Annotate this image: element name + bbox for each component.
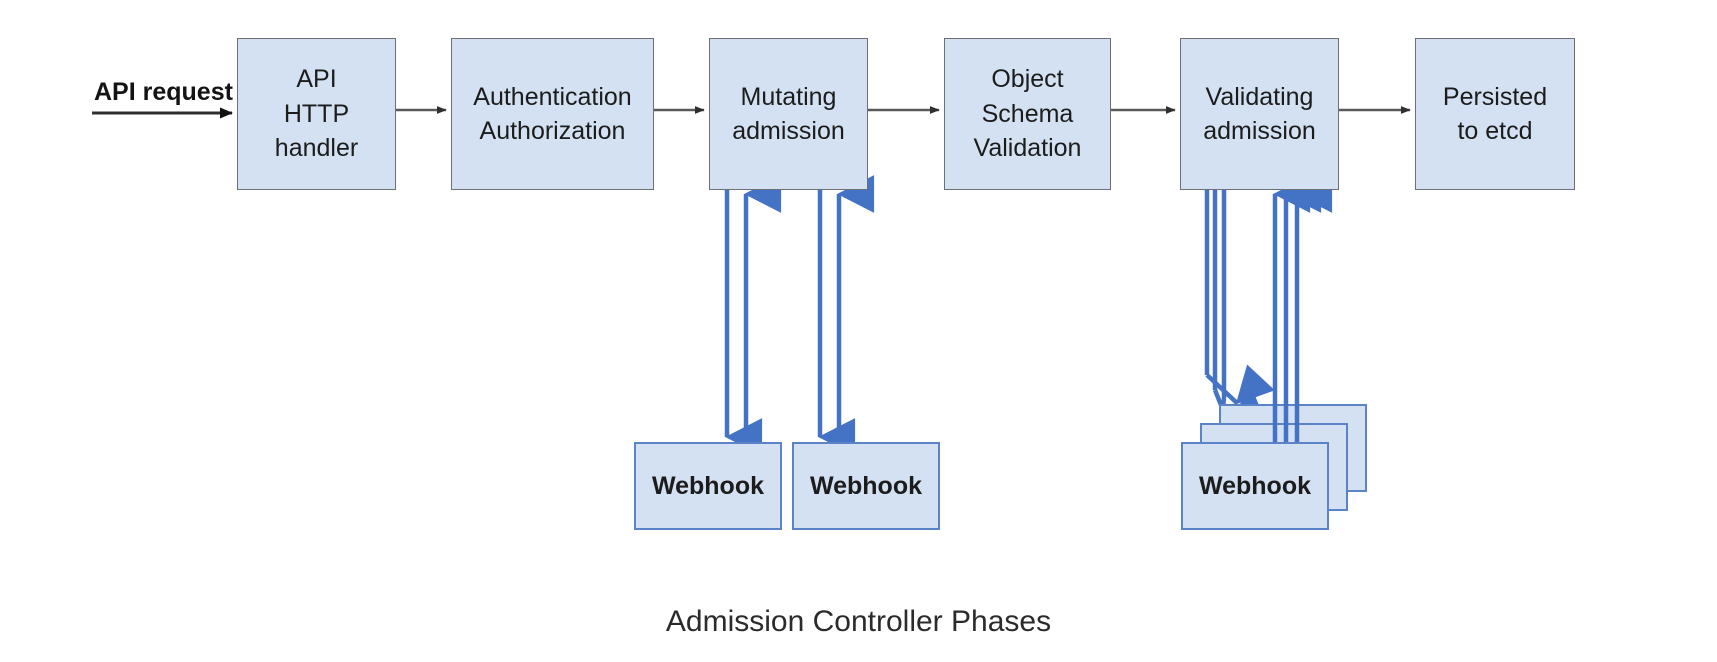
validating-webhook-1-label: Webhook — [1198, 471, 1312, 500]
phase-box-authentication[interactable]: Authentication Authorization — [451, 38, 654, 190]
phase-box-object-validation[interactable]: Object Schema Validation — [944, 38, 1111, 190]
phase-box-validating-admission[interactable]: Validating admission — [1180, 38, 1339, 190]
validating-webhook-3-call-arrow — [1204, 190, 1275, 405]
phase-label-mutating-admission: Mutating admission — [732, 82, 845, 146]
validating-webhook-2-call-arrow — [1212, 190, 1267, 425]
phase-label-api-http-handler: API HTTP handler — [274, 65, 359, 163]
api-request-label: API request — [94, 78, 233, 106]
phase-box-api-http-handler[interactable]: API HTTP handler — [237, 38, 396, 190]
phase-label-object-validation: Object Schema Validation — [973, 65, 1082, 163]
mutating-webhook-2-label: Webhook — [809, 471, 923, 500]
mutating-webhook-1-label: Webhook — [651, 471, 765, 500]
phase-box-persisted-to-etcd[interactable]: Persisted to etcd — [1415, 38, 1575, 190]
phase-box-mutating-admission[interactable]: Mutating admission — [709, 38, 868, 190]
phase-label-validating-admission: Validating admission — [1203, 82, 1316, 146]
mutating-webhook-2[interactable]: Webhook — [792, 442, 940, 530]
diagram-caption: Admission Controller Phases — [665, 605, 1052, 638]
phase-label-authentication: Authentication Authorization — [473, 82, 632, 146]
phase-label-persisted-to-etcd: Persisted to etcd — [1442, 82, 1548, 146]
validating-webhook-1[interactable]: Webhook — [1181, 442, 1329, 530]
validating-webhook-1-call-arrow — [1217, 190, 1257, 460]
mutating-webhook-1[interactable]: Webhook — [634, 442, 782, 530]
